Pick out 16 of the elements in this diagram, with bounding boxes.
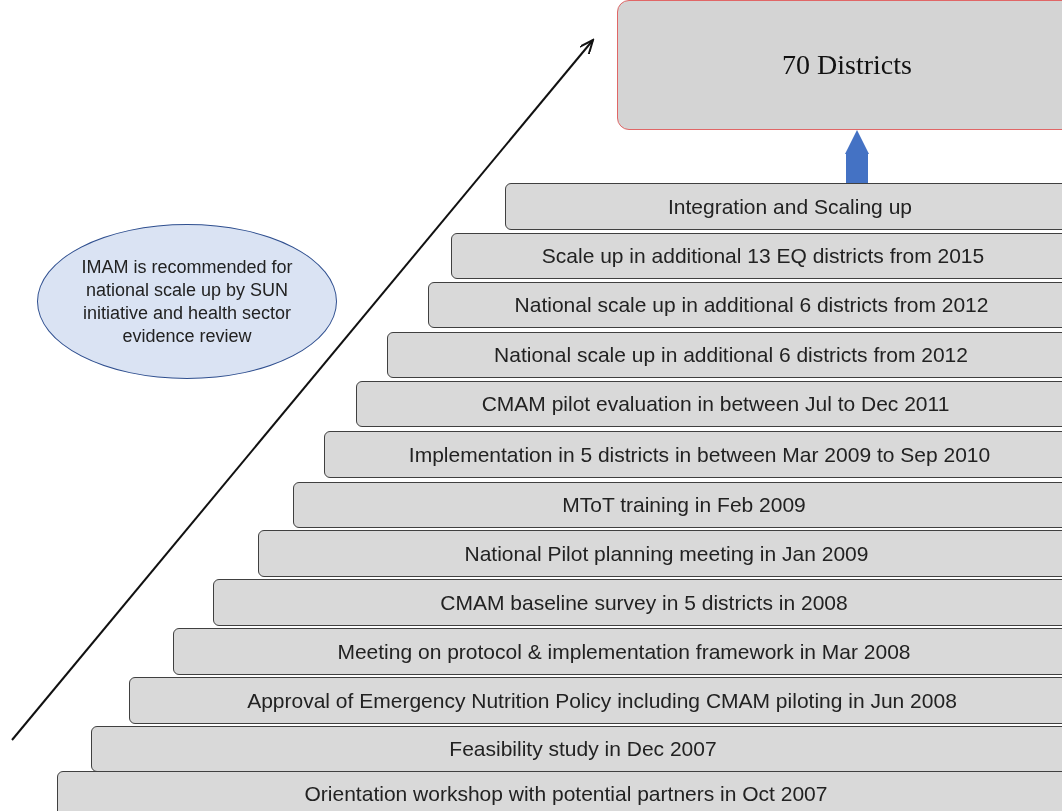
step-bar: Feasibility study in Dec 2007: [91, 726, 1062, 772]
info-circle: IMAM is recommended for national scale up by SUN initiative and health sector evidence review: [37, 224, 337, 379]
step-bar: National scale up in additional 6 districts from 2012: [387, 332, 1062, 378]
step-bar: Orientation workshop with potential partners in Oct 2007: [57, 771, 1062, 811]
step-bar: CMAM pilot evaluation in between Jul to Dec 2011: [356, 381, 1062, 427]
step-bar: Implementation in 5 districts in between Mar 2009 to Sep 2010: [324, 431, 1062, 478]
step-bar: Approval of Emergency Nutrition Policy including CMAM piloting in Jun 2008: [129, 677, 1062, 724]
step-bar: Scale up in additional 13 EQ districts from 2015: [451, 233, 1062, 279]
target-box: 70 Districts: [617, 0, 1062, 130]
step-bar: National Pilot planning meeting in Jan 2009: [258, 530, 1062, 577]
step-bar: MToT training in Feb 2009: [293, 482, 1062, 528]
block-arrow: [845, 130, 869, 183]
step-bar: CMAM baseline survey in 5 districts in 2008: [213, 579, 1062, 626]
step-bar: Meeting on protocol & implementation framework in Mar 2008: [173, 628, 1062, 675]
step-bar: National scale up in additional 6 districts from 2012: [428, 282, 1062, 328]
step-bar: Integration and Scaling up: [505, 183, 1062, 230]
